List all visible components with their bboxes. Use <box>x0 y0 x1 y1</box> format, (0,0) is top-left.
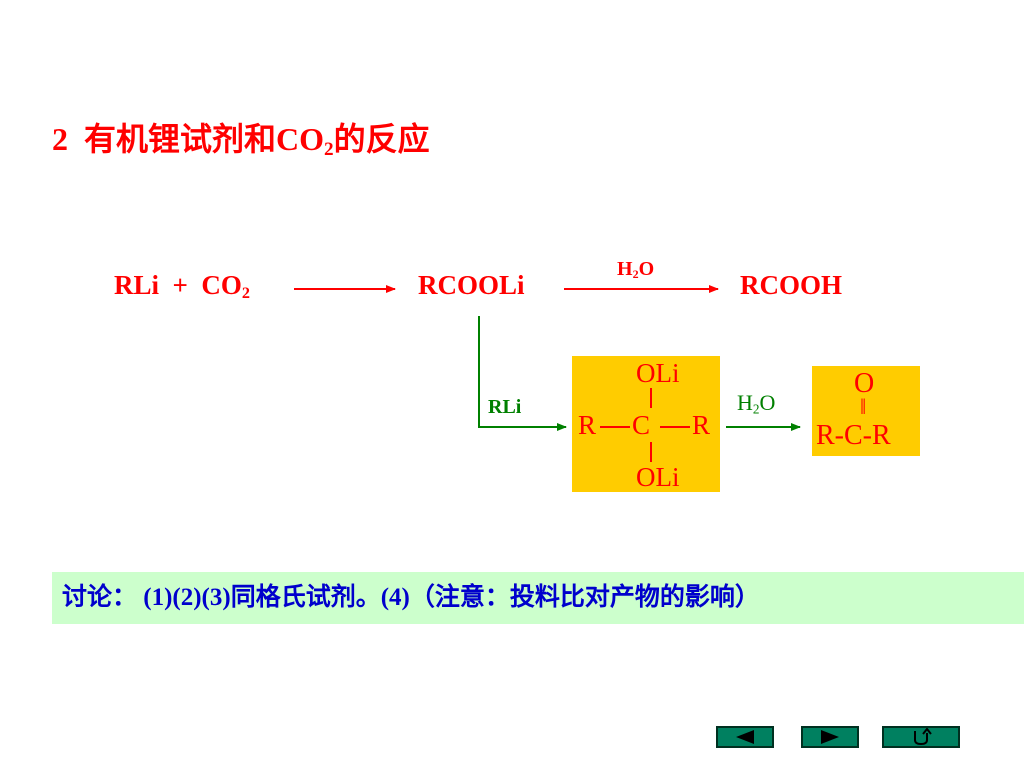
slide-title: 2 有机锂试剂和CO2的反应 <box>52 114 430 160</box>
product-rcooh: RCOOH <box>740 270 843 300</box>
double-bond: ‖ <box>860 394 867 419</box>
title-text: 有机锂试剂和CO <box>84 121 325 157</box>
left-bond <box>600 426 630 428</box>
ketone-oxygen: O <box>854 368 875 399</box>
h2o-label-bottom: H2O <box>737 390 776 417</box>
top-bond <box>650 388 652 408</box>
co2-subscript: 2 <box>241 284 250 303</box>
right-bond <box>660 426 690 428</box>
left-triangle-icon <box>736 730 754 744</box>
return-button[interactable] <box>882 726 960 748</box>
intermediate-rcooli: RCOOLi <box>418 270 525 300</box>
bottom-oli: OLi <box>636 462 680 492</box>
bottom-bond <box>650 442 652 462</box>
discussion-text: 讨论： (1)(2)(3)同格氏试剂。(4)（注意：投料比对产物的影响） <box>62 584 760 611</box>
right-r: R <box>692 410 711 440</box>
reagent-rli: RLi <box>114 270 160 300</box>
title-number: 2 <box>52 121 68 157</box>
title-suffix: 的反应 <box>333 121 430 157</box>
branch-reagent-rli: RLi <box>488 396 522 418</box>
title-subscript: 2 <box>324 138 334 160</box>
return-arrow-icon <box>914 728 932 746</box>
next-button[interactable] <box>801 726 859 748</box>
center-c: C <box>632 410 651 440</box>
ketone-product-box: O ‖ R-C-R <box>812 366 920 456</box>
previous-button[interactable] <box>716 726 774 748</box>
left-r: R <box>578 410 597 440</box>
dilithium-intermediate-box: OLi R C R OLi <box>572 356 720 492</box>
branch-arrow <box>478 316 567 431</box>
h2o-label-top: H2O <box>617 258 655 281</box>
ketone-formula: R-C-R <box>816 420 891 451</box>
discussion-bar: 讨论： (1)(2)(3)同格氏试剂。(4)（注意：投料比对产物的影响） <box>52 572 1024 624</box>
plus-sign: + <box>172 270 188 300</box>
reagent-co2: CO <box>201 270 242 300</box>
right-triangle-icon <box>821 730 839 744</box>
reactants: RLi + CO2 <box>114 270 250 301</box>
top-oli: OLi <box>636 358 680 388</box>
